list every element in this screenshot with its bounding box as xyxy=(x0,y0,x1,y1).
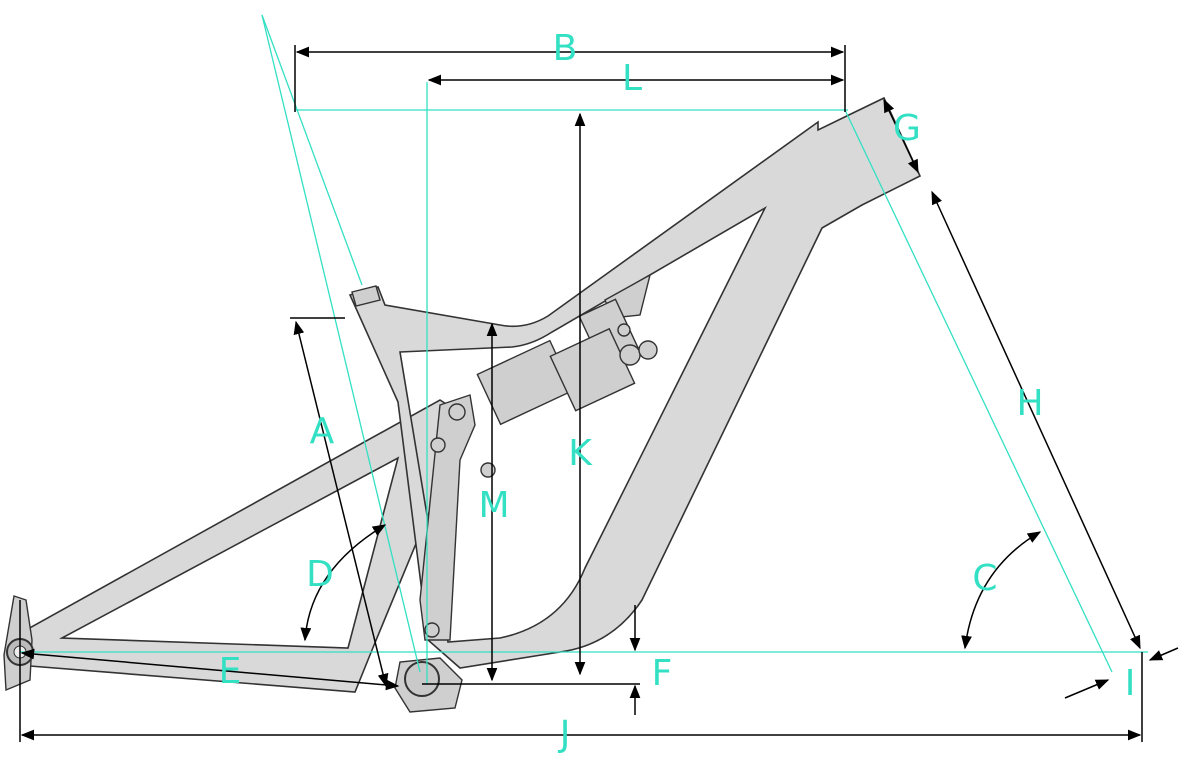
label-j: J xyxy=(558,714,571,755)
label-b: B xyxy=(553,28,578,69)
rear-shock xyxy=(476,273,658,426)
label-g: G xyxy=(893,108,921,149)
label-e: E xyxy=(219,651,242,692)
bottom-bracket xyxy=(404,661,440,697)
label-m: M xyxy=(478,485,509,526)
label-f: F xyxy=(652,653,673,694)
label-c: C xyxy=(972,558,997,599)
label-h: H xyxy=(1016,383,1043,424)
dimension-lines xyxy=(19,45,1179,742)
label-l: L xyxy=(622,58,642,99)
seat-clamp xyxy=(351,285,381,307)
rear-triangle xyxy=(6,399,469,693)
label-k: K xyxy=(568,433,593,474)
label-i: I xyxy=(1125,663,1136,704)
label-d: D xyxy=(306,554,334,595)
label-a: A xyxy=(310,411,335,452)
